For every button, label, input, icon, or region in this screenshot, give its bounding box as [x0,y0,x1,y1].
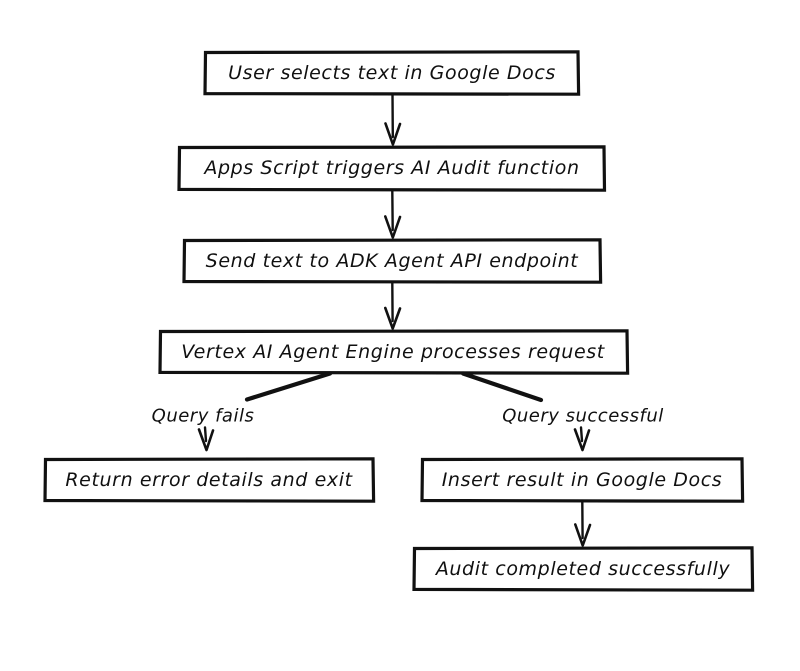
edge-n3-n4 [384,281,402,330]
node-return-error-details[interactable]: Return error details and exit [43,457,376,503]
edge-n1-n2 [384,93,402,146]
node-apps-script-triggers[interactable]: Apps Script triggers AI Audit function [177,145,607,192]
node-box [43,457,376,503]
arrow-head-icon [573,428,591,452]
edge-n6-n7 [574,500,592,547]
node-audit-completed-successfully[interactable]: Audit completed successfully [412,546,755,592]
node-label: Audit completed successfully [434,558,731,580]
node-label: Return error details and exit [65,469,353,491]
edge-line [579,426,584,443]
edge-n2-n3 [384,189,402,239]
node-label: User selects text in Google Docs [228,62,556,84]
node-box [177,145,607,192]
node-label: Vertex AI Agent Engine processes request [181,341,606,363]
arrow-head-icon [384,306,402,330]
node-box [420,457,745,503]
node-vertex-ai-agent-engine[interactable]: Vertex AI Agent Engine processes request [158,329,630,375]
edge-n4-n5: Query fails [152,371,333,452]
node-box [203,50,581,96]
arrow-head-icon [384,122,402,146]
branch-line-right [460,371,544,403]
node-box [182,238,603,284]
node-box [412,546,755,592]
node-insert-result-google-docs[interactable]: Insert result in Google Docs [420,457,745,503]
edge-n4-n6: Query successful [460,371,664,452]
edge-line [203,426,208,443]
branch-line-left [244,371,333,402]
edge-label-query-fails: Query fails [152,406,255,427]
node-label: Send text to ADK Agent API endpoint [206,250,580,272]
node-label: Apps Script triggers AI Audit function [202,157,579,179]
arrow-head-icon [574,523,592,547]
node-box [158,329,630,375]
node-label: Insert result in Google Docs [442,469,723,491]
arrow-head-icon [384,215,402,239]
edge-label-query-successful: Query successful [502,406,664,427]
arrow-head-icon [197,428,215,452]
node-user-selects-text[interactable]: User selects text in Google Docs [203,50,581,96]
node-send-text-to-adk[interactable]: Send text to ADK Agent API endpoint [182,238,603,284]
